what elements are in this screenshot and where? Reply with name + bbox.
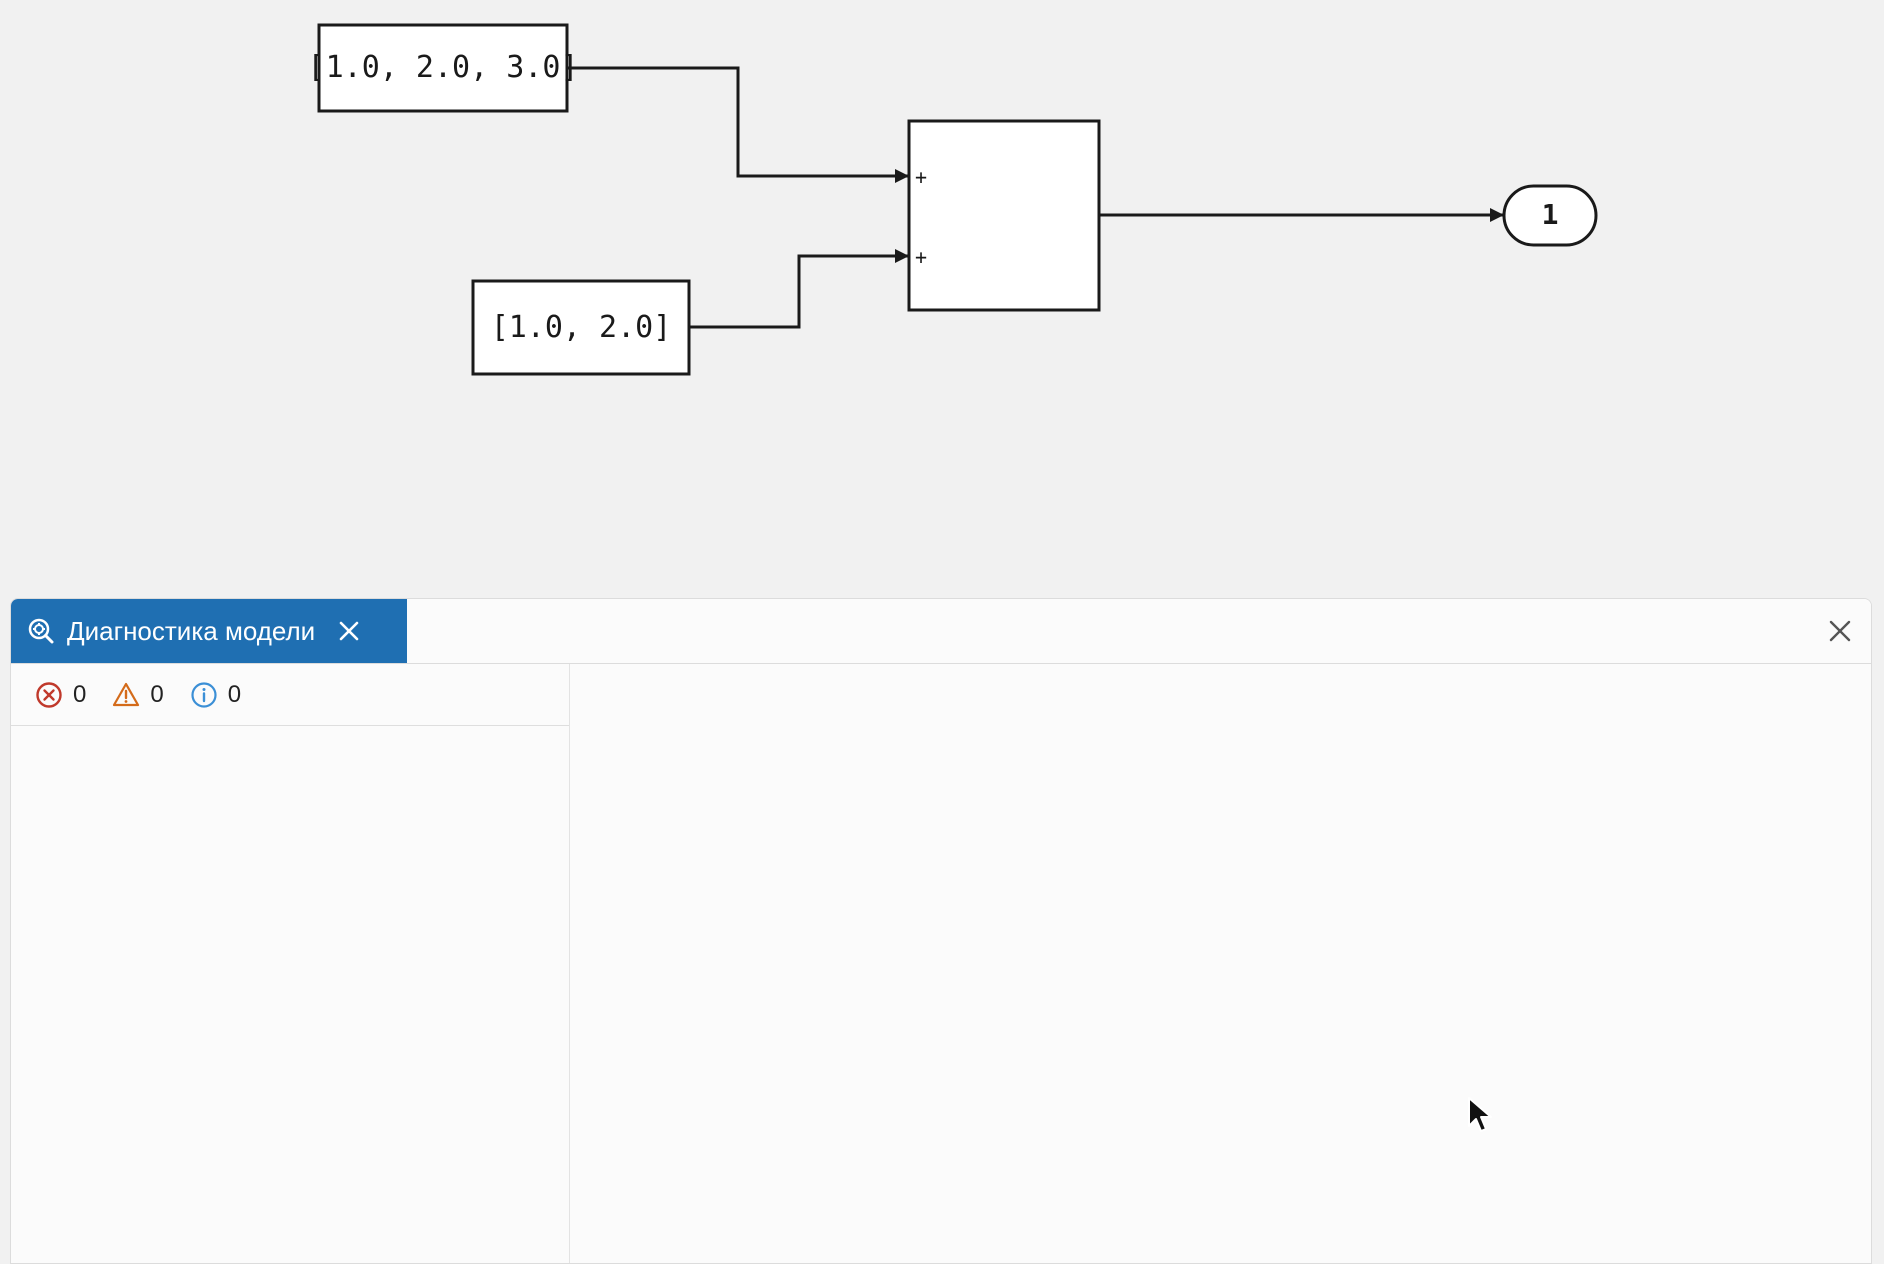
sum-port-1-sign: + bbox=[915, 165, 927, 189]
info-filter[interactable]: 0 bbox=[190, 681, 241, 709]
error-count: 0 bbox=[73, 680, 87, 708]
mouse-cursor-icon bbox=[1468, 1097, 1492, 1132]
warning-icon bbox=[113, 682, 140, 706]
search-diagnostics-icon bbox=[27, 617, 55, 645]
outport-label: 1 bbox=[1542, 198, 1559, 231]
warning-filter[interactable]: 0 bbox=[112, 680, 164, 709]
error-filter[interactable]: 0 bbox=[35, 681, 86, 709]
panel-tab-bar: Диагностика модели bbox=[11, 599, 1871, 664]
info-icon bbox=[191, 681, 217, 708]
diagnostics-detail-pane bbox=[570, 664, 1871, 1263]
outport-block[interactable]: 1 bbox=[1502, 184, 1598, 247]
signal-line-const2-to-sum[interactable] bbox=[689, 249, 909, 329]
diagram-svg: [1.0, 2.0, 3.0] [1.0, 2.0] + + 1 bbox=[308, 23, 1598, 376]
tab-model-diagnostics[interactable]: Диагностика модели bbox=[11, 599, 407, 663]
diagnostics-counters: 0 0 0 bbox=[11, 664, 569, 726]
warning-count: 0 bbox=[150, 680, 164, 708]
constant-block-1[interactable]: [1.0, 2.0, 3.0] bbox=[308, 23, 579, 113]
tab-model-diagnostics-label: Диагностика модели bbox=[67, 615, 316, 646]
signal-line-const1-to-sum[interactable] bbox=[567, 66, 909, 183]
diagnostics-panel: Диагностика модели 0 bbox=[10, 598, 1872, 1264]
error-icon bbox=[36, 681, 62, 708]
sum-block[interactable]: + + bbox=[907, 119, 1101, 312]
constant-block-2-label: [1.0, 2.0] bbox=[491, 310, 672, 345]
constant-block-1-label: [1.0, 2.0, 3.0] bbox=[308, 50, 579, 85]
diagnostics-list-pane: 0 0 0 bbox=[11, 664, 570, 1263]
model-canvas[interactable]: [1.0, 2.0, 3.0] [1.0, 2.0] + + 1 bbox=[0, 0, 1884, 598]
constant-block-2[interactable]: [1.0, 2.0] bbox=[471, 279, 691, 376]
panel-close-icon[interactable] bbox=[1827, 618, 1853, 644]
tab-close-icon[interactable] bbox=[337, 619, 361, 643]
info-count: 0 bbox=[227, 680, 242, 708]
sum-port-2-sign: + bbox=[915, 245, 927, 269]
